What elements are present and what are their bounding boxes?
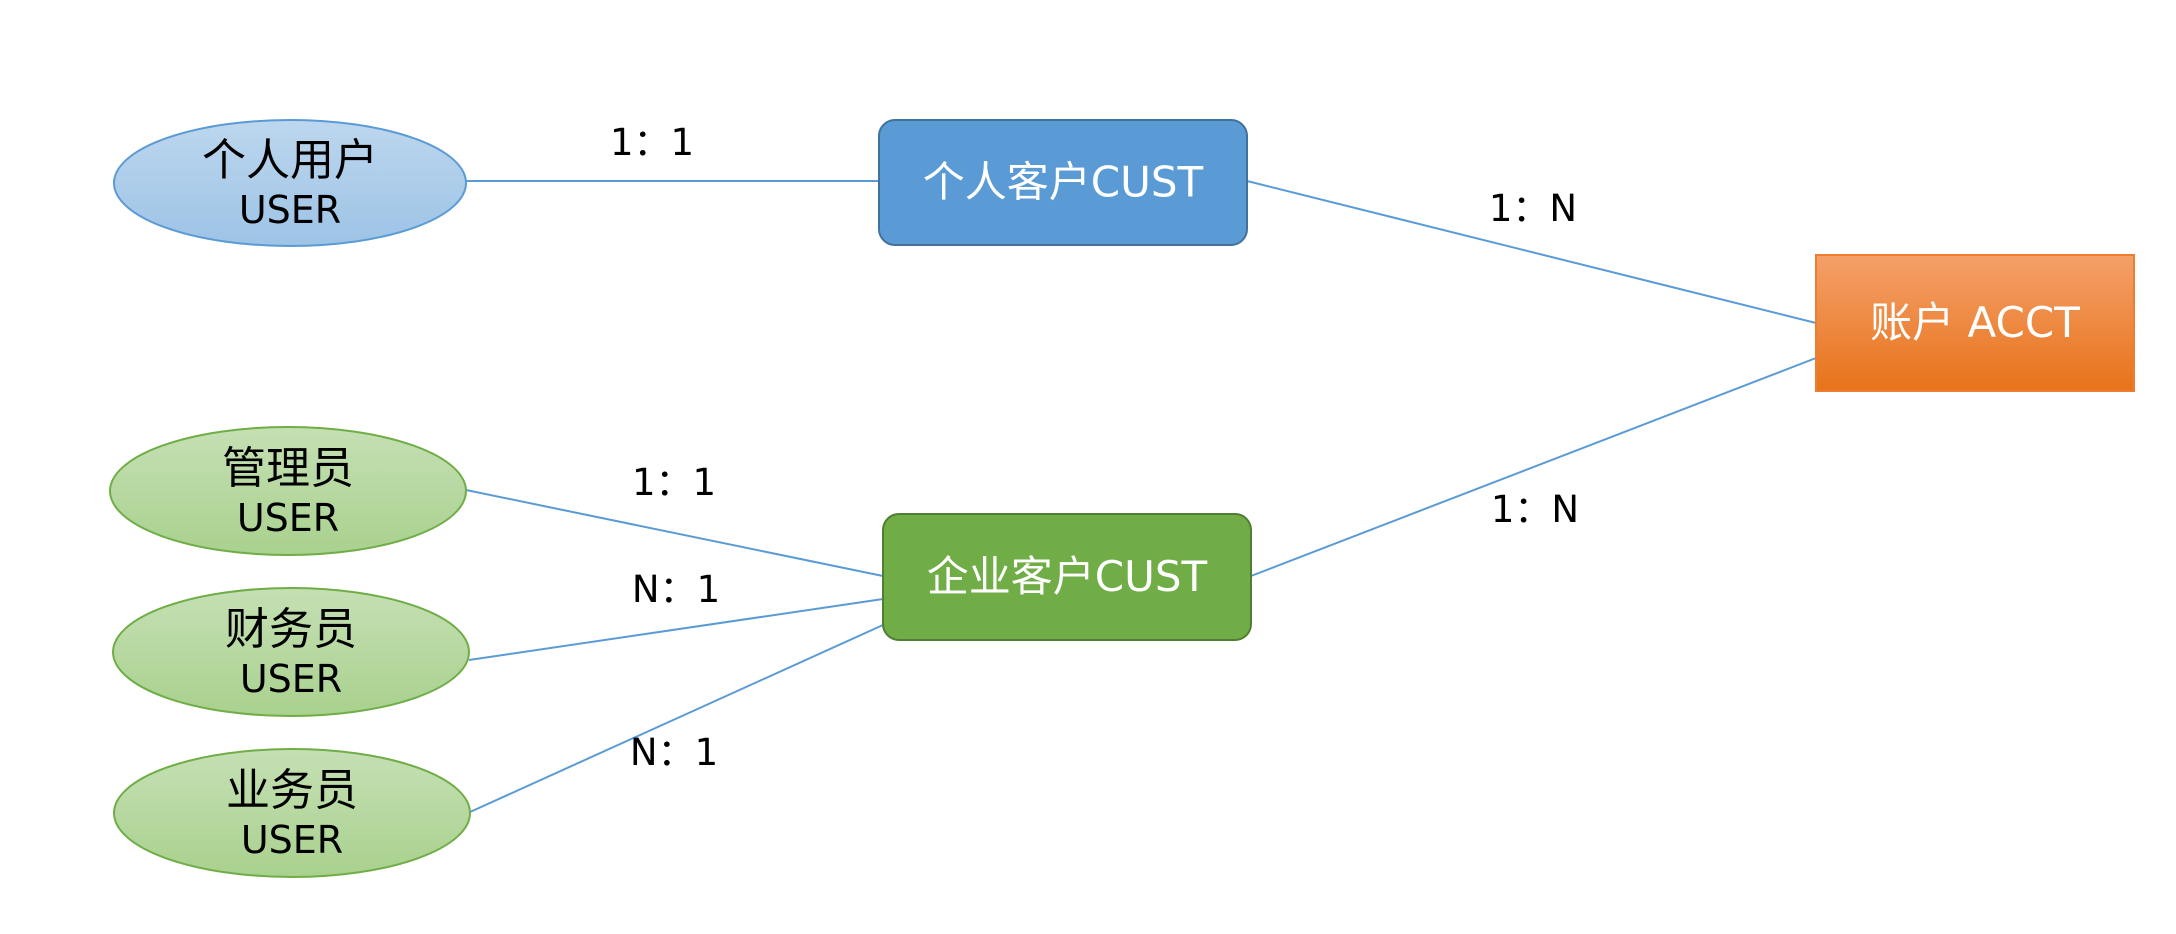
node-label-enterprise_cust: 企业客户CUST bbox=[927, 552, 1208, 601]
edge-enterprise_cust-acct bbox=[1250, 357, 1817, 577]
node-subtitle-personal_user: USER bbox=[239, 188, 341, 232]
node-subtitle-business: USER bbox=[241, 818, 343, 862]
node-title-personal_user: 个人用户 bbox=[202, 135, 378, 186]
entity-box-enterprise_cust bbox=[882, 513, 1252, 641]
node-enterprise_cust: 企业客户CUST bbox=[882, 513, 1252, 641]
node-subtitle-finance: USER bbox=[240, 657, 342, 701]
node-title-finance: 财务员 bbox=[225, 604, 357, 655]
entity-ellipse-admin bbox=[109, 426, 467, 556]
node-label-personal_cust: 个人客户CUST bbox=[923, 158, 1204, 207]
relation-label-personal_user-personal_cust: 1：1 bbox=[610, 121, 694, 164]
entity-ellipse-finance bbox=[112, 587, 470, 717]
edge-finance-enterprise_cust bbox=[468, 598, 884, 661]
node-acct: 账户 ACCT bbox=[1815, 254, 2135, 392]
entity-box-acct bbox=[1815, 254, 2135, 392]
entity-ellipse-personal_user bbox=[113, 119, 467, 247]
entity-ellipse-business bbox=[113, 748, 471, 878]
node-title-business: 业务员 bbox=[226, 765, 358, 816]
relation-label-enterprise_cust-acct: 1：N bbox=[1491, 488, 1579, 531]
node-personal_cust: 个人客户CUST bbox=[878, 119, 1248, 246]
relation-label-finance-enterprise_cust: N：1 bbox=[632, 568, 720, 611]
node-label-acct: 账户 ACCT bbox=[1870, 298, 2080, 347]
edge-business-enterprise_cust bbox=[469, 624, 884, 813]
node-title-admin: 管理员 bbox=[222, 443, 354, 494]
relation-label-personal_cust-acct: 1：N bbox=[1489, 187, 1577, 230]
relation-label-admin-enterprise_cust: 1：1 bbox=[632, 461, 716, 504]
entity-box-personal_cust bbox=[878, 119, 1248, 246]
edge-admin-enterprise_cust bbox=[465, 489, 884, 577]
edge-personal_cust-acct bbox=[1246, 180, 1817, 324]
relation-label-business-enterprise_cust: N：1 bbox=[630, 731, 718, 774]
node-subtitle-admin: USER bbox=[237, 496, 339, 540]
